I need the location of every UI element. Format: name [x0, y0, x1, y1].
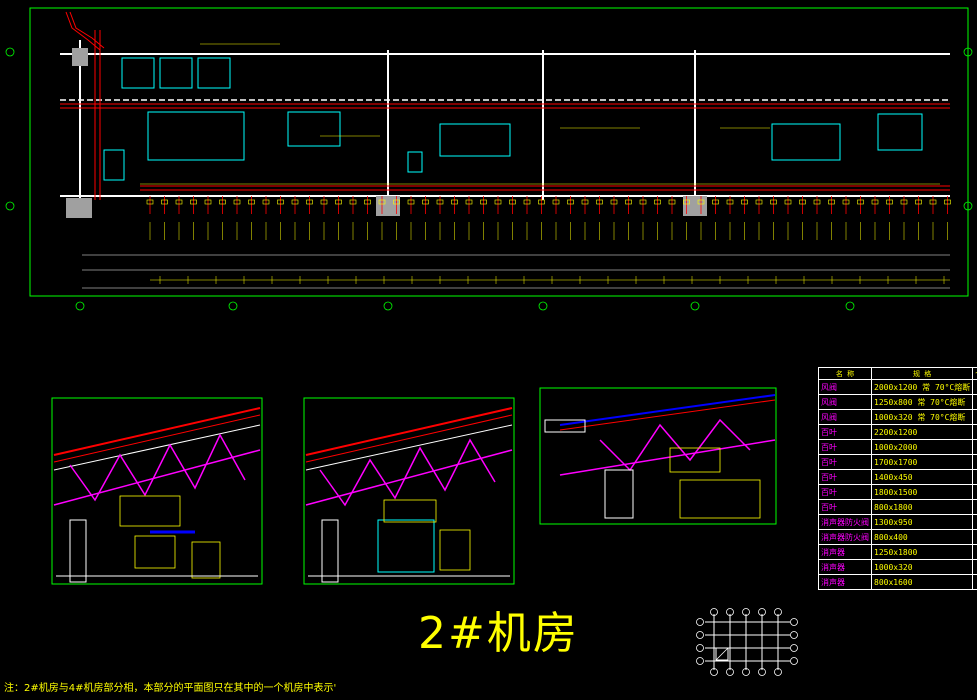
section-view-1 [51, 397, 263, 585]
schedule-cell-spec: 1000x2000 [870, 439, 974, 455]
schedule-cell-name: 百叶 [818, 454, 872, 470]
table-row: 消声器1000x3201 [818, 559, 977, 575]
schedule-cell-qty: 1 [972, 529, 977, 545]
key-plan [696, 608, 798, 676]
schedule-cell-qty: 1 [972, 424, 977, 440]
schedule-header-spec: 规 格 [870, 367, 974, 380]
table-row: 百叶1400x4501 [818, 469, 977, 485]
table-row: 百叶1000x20001 [818, 439, 977, 455]
table-row: 消声器防火阀1300x9501 [818, 514, 977, 530]
air-handler-unit [771, 123, 841, 161]
schedule-header-qty: 个 数 [972, 367, 977, 380]
schedule-cell-name: 消声器 [818, 544, 872, 560]
schedule-cell-spec: 2000x1200 常 70°C熔断 [870, 379, 974, 395]
grid-axis-bubbles [5, 47, 973, 311]
drawing-title: 2#机房 [418, 608, 579, 659]
schedule-cell-qty: 1 [972, 469, 977, 485]
table-row: 百叶2200x12001 [818, 424, 977, 440]
drawing-note: 注：2#机房与4#机房部分相，本部分的平面图只在其中的一个机房中表示' [4, 683, 337, 694]
schedule-cell-name: 风阀 [818, 379, 872, 395]
schedule-cell-spec: 1800x1500 [870, 484, 974, 500]
schedule-cell-spec: 800x400 [870, 529, 974, 545]
schedule-cell-spec: 800x1600 [870, 574, 974, 590]
schedule-cell-name: 风阀 [818, 394, 872, 410]
air-handler-unit [287, 111, 341, 147]
schedule-cell-qty: 2 [972, 499, 977, 515]
section-frame [303, 397, 515, 585]
schedule-cell-qty: 2 [972, 409, 977, 425]
schedule-cell-qty: 1 [972, 439, 977, 455]
schedule-cell-spec: 1000x320 常 70°C熔断 [870, 409, 974, 425]
schedule-cell-name: 风阀 [818, 409, 872, 425]
schedule-cell-spec: 1400x450 [870, 469, 974, 485]
schedule-cell-spec: 1300x950 [870, 514, 974, 530]
schedule-header-name: 名 称 [818, 367, 872, 380]
table-row: 百叶1800x15002 [818, 484, 977, 500]
schedule-cell-spec: 800x1800 [870, 499, 974, 515]
section-frame [539, 387, 777, 525]
schedule-cell-name: 百叶 [818, 439, 872, 455]
schedule-cell-name: 消声器 [818, 559, 872, 575]
section-view-2 [303, 397, 515, 585]
air-handler-unit [877, 113, 923, 151]
schedule-cell-name: 百叶 [818, 484, 872, 500]
schedule-cell-qty: 1 [972, 544, 977, 560]
schedule-cell-qty: 2 [972, 484, 977, 500]
dimension-chains [146, 196, 951, 284]
table-row: 消声器1250x18001 [818, 544, 977, 560]
table-row: 百叶800x18002 [818, 499, 977, 515]
schedule-cell-spec: 2200x1200 [870, 424, 974, 440]
schedule-cell-qty: 2 [972, 574, 977, 590]
schedule-cell-name: 消声器 [818, 574, 872, 590]
column-marker [72, 48, 88, 66]
schedule-cell-name: 百叶 [818, 424, 872, 440]
schedule-cell-name: 消声器防火阀 [818, 514, 872, 530]
air-handler-unit [439, 123, 511, 157]
section-frame [51, 397, 263, 585]
schedule-cell-qty: 1 [972, 454, 977, 470]
schedule-cell-name: 消声器防火阀 [818, 529, 872, 545]
plan-frame [29, 7, 969, 297]
schedule-cell-name: 百叶 [818, 469, 872, 485]
schedule-cell-qty: 1 [972, 514, 977, 530]
schedule-cell-name: 百叶 [818, 499, 872, 515]
table-row: 消声器防火阀800x4001 [818, 529, 977, 545]
table-row: 消声器800x16002 [818, 574, 977, 590]
schedule-cell-spec: 1250x1800 [870, 544, 974, 560]
section-view-3 [539, 387, 777, 525]
air-handler-unit [147, 111, 245, 161]
schedule-cell-qty: 1 [972, 559, 977, 575]
schedule-cell-qty: 1 [972, 394, 977, 410]
schedule-cell-spec: 1250x800 常 70°C熔断 [870, 394, 974, 410]
schedule-cell-spec: 1000x320 [870, 559, 974, 575]
plan-view [5, 7, 973, 311]
table-row: 百叶1700x17001 [818, 454, 977, 470]
schedule-cell-spec: 1700x1700 [870, 454, 974, 470]
schedule-cell-qty: 1 [972, 379, 977, 395]
column-marker [66, 198, 92, 218]
